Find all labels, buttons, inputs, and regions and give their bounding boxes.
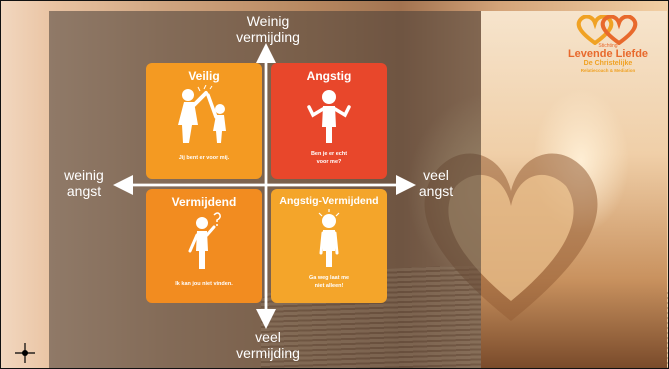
quadrant-caption-line1: Ben je er echt: [310, 151, 348, 157]
quadrant-veilig: Veilig Jij bent er voor mij.: [146, 63, 262, 179]
axis-label-left: weinig angst: [59, 167, 109, 199]
crosshair-cursor-icon[interactable]: [15, 343, 35, 363]
quadrant-title: Vermijdend: [171, 195, 237, 209]
axis-label-left-line2: angst: [66, 183, 102, 199]
axis-label-top-line1: Weinig: [246, 13, 290, 29]
axis-label-bottom: veel vermijding: [223, 329, 313, 361]
high-five-figures-icon: [178, 84, 226, 143]
quadrant-caption-line2: voor me?: [316, 159, 342, 165]
quadrant-angstig: Angstig Ben je er echt voor me?: [271, 63, 387, 179]
logo-line1: Stichting: [598, 43, 618, 49]
quadrant-angstig-vermijdend: Angstig-Vermijdend Ga weg laat me niet a…: [271, 189, 387, 303]
axis-label-left-line1: weinig: [64, 167, 104, 183]
logo-line2: Levende Liefde: [567, 48, 649, 60]
quadrant-caption-line2: niet alleen!: [314, 283, 344, 289]
axis-label-top: Weinig vermijding: [223, 13, 313, 45]
quadrant-title: Veilig: [188, 69, 220, 83]
distressed-figure-icon: [318, 209, 340, 267]
double-heart-logo-icon: [576, 15, 638, 45]
confused-figure-icon: [188, 212, 221, 269]
quadrant-caption-line1: Ga weg laat me: [308, 275, 350, 281]
quadrant-caption: Jij bent er voor mij.: [178, 155, 230, 161]
axis-label-bottom-line2: vermijding: [236, 345, 300, 361]
axis-label-right-line1: veel: [423, 167, 449, 183]
axis-label-bottom-line1: veel: [255, 329, 281, 345]
quadrant-title: Angstig: [306, 69, 352, 83]
axis-label-right: veel angst: [411, 167, 461, 199]
logo-line4: Relatiecoach & Mediation: [580, 68, 636, 73]
quadrant-title: Angstig-Vermijdend: [279, 195, 379, 207]
quadrant-caption: Ik kan jou niet vinden.: [175, 281, 233, 287]
axis-label-right-line2: angst: [418, 183, 454, 199]
shrugging-figure-icon: [307, 90, 351, 143]
quadrant-vermijdend: Vermijdend Ik kan jou niet vinden.: [146, 189, 262, 303]
axis-label-top-line2: vermijding: [236, 29, 300, 45]
logo: Stichting Levende Liefde De Christelijke…: [553, 15, 663, 101]
logo-line3: De Christelijke: [583, 60, 633, 67]
